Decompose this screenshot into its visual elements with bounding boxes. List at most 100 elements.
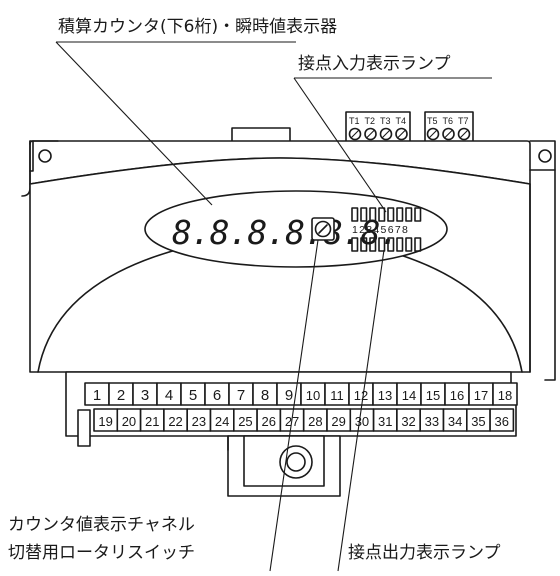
terminal-screw-slot-icon bbox=[366, 130, 375, 138]
terminal-number: 19 bbox=[98, 414, 112, 429]
terminal-screw-icon bbox=[395, 127, 408, 141]
lamp-numbers: 12345678 bbox=[352, 224, 409, 236]
lamp-indicator-icon bbox=[387, 237, 395, 252]
terminal-strip-tab bbox=[77, 409, 91, 447]
output-lamps bbox=[351, 237, 422, 252]
terminal-number: 1 bbox=[93, 387, 101, 404]
top-terminal-label: T5 bbox=[427, 116, 438, 126]
side-tab-left-inner bbox=[29, 140, 34, 172]
terminal-number: 20 bbox=[122, 414, 136, 429]
terminal-number: 7 bbox=[237, 387, 245, 404]
lamp-indicator-icon bbox=[387, 207, 395, 222]
terminal-number: 16 bbox=[450, 388, 464, 403]
lamp-indicator-icon bbox=[396, 237, 404, 252]
lamp-indicator-icon bbox=[378, 237, 386, 252]
side-tab-right bbox=[529, 140, 556, 171]
leader-output-lamp bbox=[337, 249, 385, 572]
lamp-indicator-icon bbox=[405, 237, 413, 252]
label-output-lamp: 接点出力表示ランプ bbox=[348, 543, 501, 563]
terminal-cell bbox=[492, 382, 518, 406]
lamp-indicator-icon bbox=[405, 207, 413, 222]
terminal-screw-slot-icon bbox=[397, 130, 406, 138]
lamp-indicator-icon bbox=[369, 207, 377, 222]
lamp-indicator-icon bbox=[360, 237, 368, 252]
lamp-indicator-icon bbox=[378, 207, 386, 222]
terminal-number: 33 bbox=[425, 414, 439, 429]
terminal-screw-icon bbox=[348, 127, 362, 141]
terminal-number: 26 bbox=[262, 414, 276, 429]
label-rotary-switch-line2: 切替用ロータリスイッチ bbox=[8, 543, 195, 563]
top-terminal-label: T2 bbox=[365, 116, 376, 126]
display-panel bbox=[144, 190, 448, 268]
terminal-number: 10 bbox=[306, 388, 320, 403]
terminal-screw-icon bbox=[364, 127, 377, 141]
terminal-screw-slot-icon bbox=[429, 130, 437, 138]
terminal-number: 28 bbox=[308, 414, 322, 429]
leader-input-lamp bbox=[293, 77, 387, 213]
top-terminal-labels-right: T5 T6 T7 bbox=[426, 116, 471, 141]
terminal-number: 8 bbox=[261, 387, 269, 404]
leader-rotary-switch bbox=[269, 239, 319, 572]
housing-right-outer bbox=[544, 169, 556, 381]
terminal-number: 23 bbox=[192, 414, 206, 429]
terminal-number: 34 bbox=[448, 414, 462, 429]
terminal-number: 18 bbox=[498, 388, 512, 403]
terminal-screw-slot-icon bbox=[382, 130, 390, 138]
terminal-number: 25 bbox=[238, 414, 252, 429]
mounting-hole-left bbox=[38, 149, 52, 163]
terminal-number: 15 bbox=[426, 388, 440, 403]
terminal-screw-slot-icon bbox=[460, 130, 468, 138]
label-counter-display: 積算カウンタ(下6桁)・瞬時値表示器 bbox=[58, 17, 337, 37]
label-input-lamp: 接点入力表示ランプ bbox=[298, 54, 451, 74]
input-lamps bbox=[351, 207, 422, 222]
top-terminal-label: T7 bbox=[458, 116, 469, 126]
lamp-indicator-icon bbox=[414, 237, 422, 252]
terminal-number: 11 bbox=[330, 388, 344, 403]
terminal-number: 3 bbox=[141, 387, 149, 404]
terminal-number: 6 bbox=[213, 387, 221, 404]
terminal-number: 30 bbox=[355, 414, 369, 429]
terminal-number: 5 bbox=[189, 387, 197, 404]
terminal-number: 21 bbox=[145, 414, 159, 429]
terminal-number: 2 bbox=[117, 387, 125, 404]
top-terminal-label: T4 bbox=[396, 116, 407, 126]
terminal-number: 35 bbox=[471, 414, 485, 429]
terminal-screw-icon bbox=[442, 127, 455, 141]
mounting-hole-right bbox=[538, 149, 552, 163]
lamp-indicator-icon bbox=[351, 207, 359, 222]
terminal-screw-icon bbox=[457, 127, 471, 141]
leader-counter-display bbox=[55, 41, 213, 206]
terminal-number: 4 bbox=[165, 387, 173, 404]
terminal-number: 29 bbox=[331, 414, 345, 429]
top-terminal-label: T1 bbox=[349, 116, 360, 126]
terminal-number: 12 bbox=[354, 388, 368, 403]
mounting-bracket bbox=[227, 435, 341, 497]
terminal-number: 17 bbox=[474, 388, 488, 403]
terminal-number: 13 bbox=[378, 388, 392, 403]
terminal-number: 14 bbox=[402, 388, 416, 403]
terminal-screw-slot-icon bbox=[444, 130, 453, 138]
terminal-number: 9 bbox=[285, 387, 293, 404]
terminal-number: 32 bbox=[401, 414, 415, 429]
top-terminal-block-right: T5 T6 T7 bbox=[424, 111, 474, 143]
terminal-screw-slot-icon bbox=[351, 130, 359, 138]
terminal-number: 31 bbox=[378, 414, 392, 429]
top-terminal-label: T6 bbox=[443, 116, 454, 126]
bracket-screw-inner bbox=[286, 452, 306, 472]
terminal-number: 24 bbox=[215, 414, 229, 429]
rotary-switch-dial-icon bbox=[314, 220, 332, 238]
terminal-number: 22 bbox=[168, 414, 182, 429]
terminal-screw-icon bbox=[426, 127, 440, 141]
bracket-screw-outer bbox=[279, 445, 313, 479]
rotary-switch-slot-icon bbox=[318, 224, 328, 234]
terminal-screw-icon bbox=[379, 127, 393, 141]
lamp-indicator-icon bbox=[351, 237, 359, 252]
terminal-number: 36 bbox=[495, 414, 509, 429]
lamp-indicator-icon bbox=[414, 207, 422, 222]
